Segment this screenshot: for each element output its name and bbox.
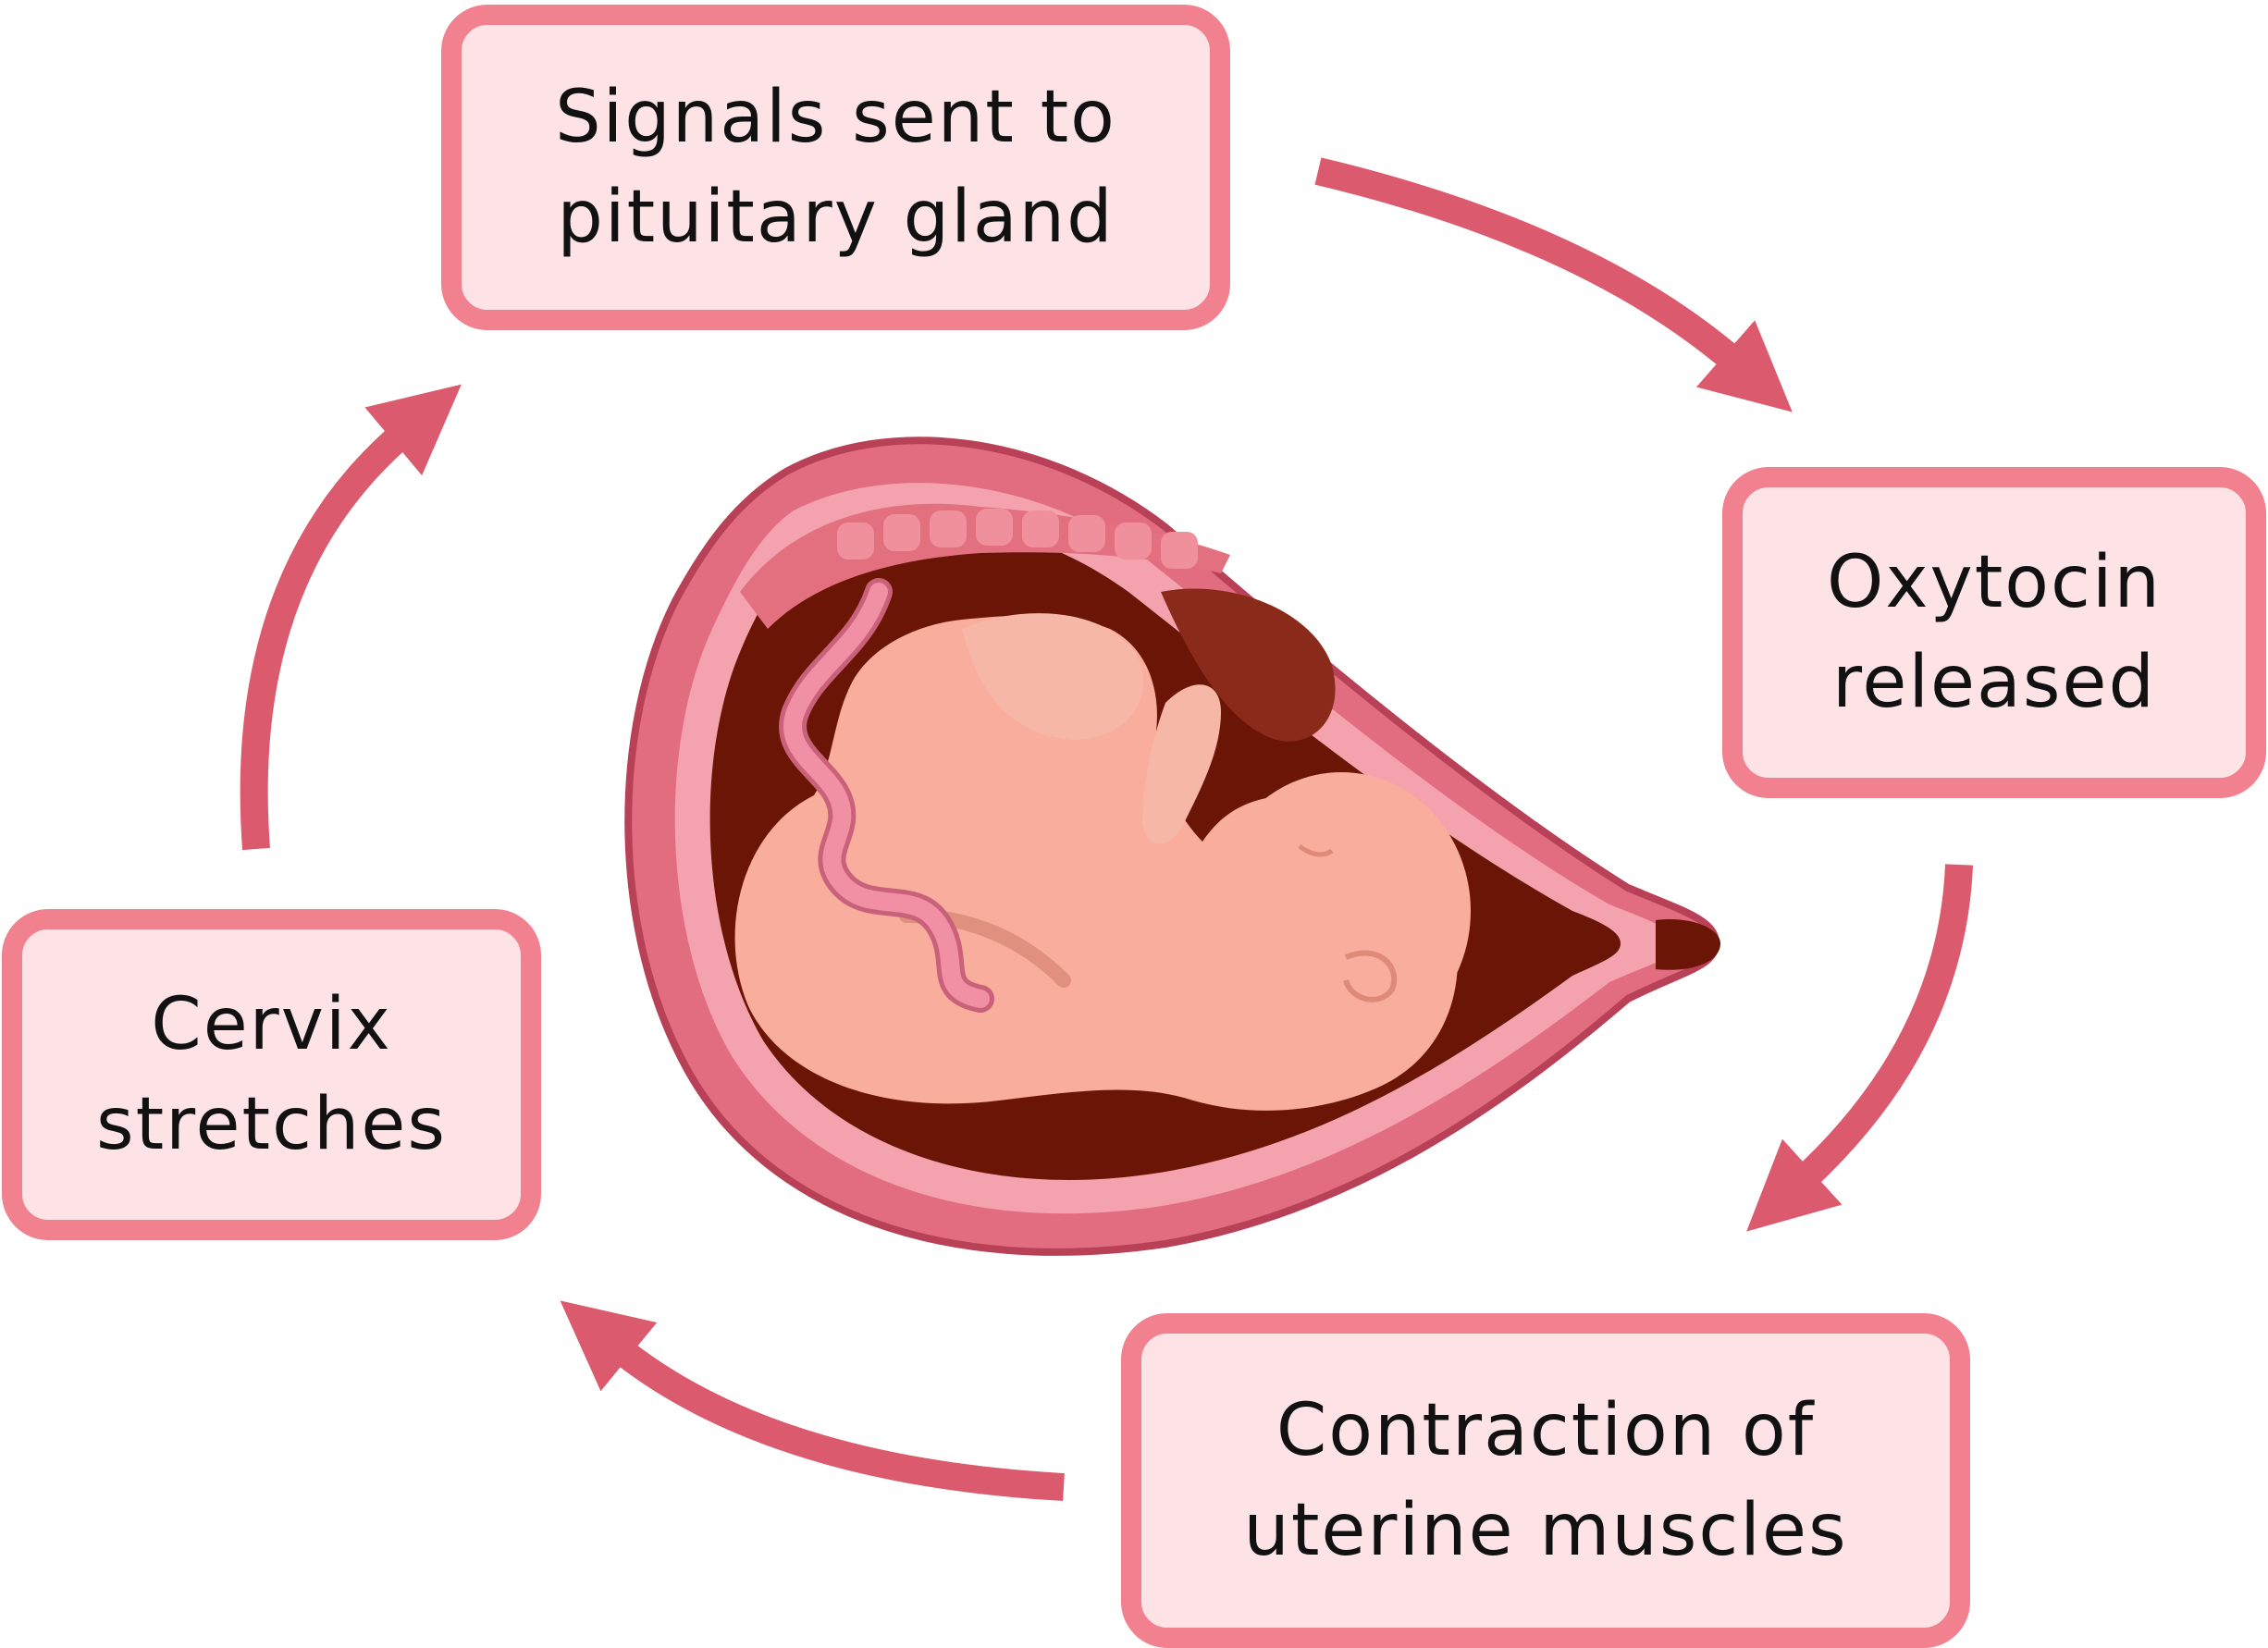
step-label-line: released	[1832, 641, 2156, 724]
fetus-in-uterus-illustration	[624, 437, 1720, 1256]
step-label: Contraction of uterine muscles	[1243, 1381, 1847, 1580]
arrow-icon	[1746, 864, 1973, 1232]
arrow-icon	[560, 1300, 1065, 1501]
step-box-cervix-stretches: Cervix stretches	[2, 909, 541, 1240]
arrow-icon	[240, 384, 462, 851]
step-label-line: Cervix	[151, 983, 392, 1066]
step-label-line: stretches	[95, 1083, 448, 1166]
step-label: Oxytocin released	[1827, 533, 2162, 732]
step-label-line: pituitary gland	[557, 176, 1115, 259]
step-label-line: Contraction of	[1276, 1389, 1816, 1472]
step-box-uterine-contraction: Contraction of uterine muscles	[1121, 1313, 1970, 1648]
step-label-line: Signals sent to	[555, 76, 1116, 159]
step-label: Signals sent to pituitary gland	[555, 68, 1116, 267]
step-box-oxytocin-released: Oxytocin released	[1722, 467, 2266, 798]
step-label: Cervix stretches	[96, 975, 447, 1175]
arrow-icon	[1314, 157, 1793, 412]
step-box-signals-to-pituitary: Signals sent to pituitary gland	[441, 5, 1230, 330]
step-label-line: uterine muscles	[1243, 1489, 1848, 1572]
step-label-line: Oxytocin	[1826, 541, 2162, 624]
